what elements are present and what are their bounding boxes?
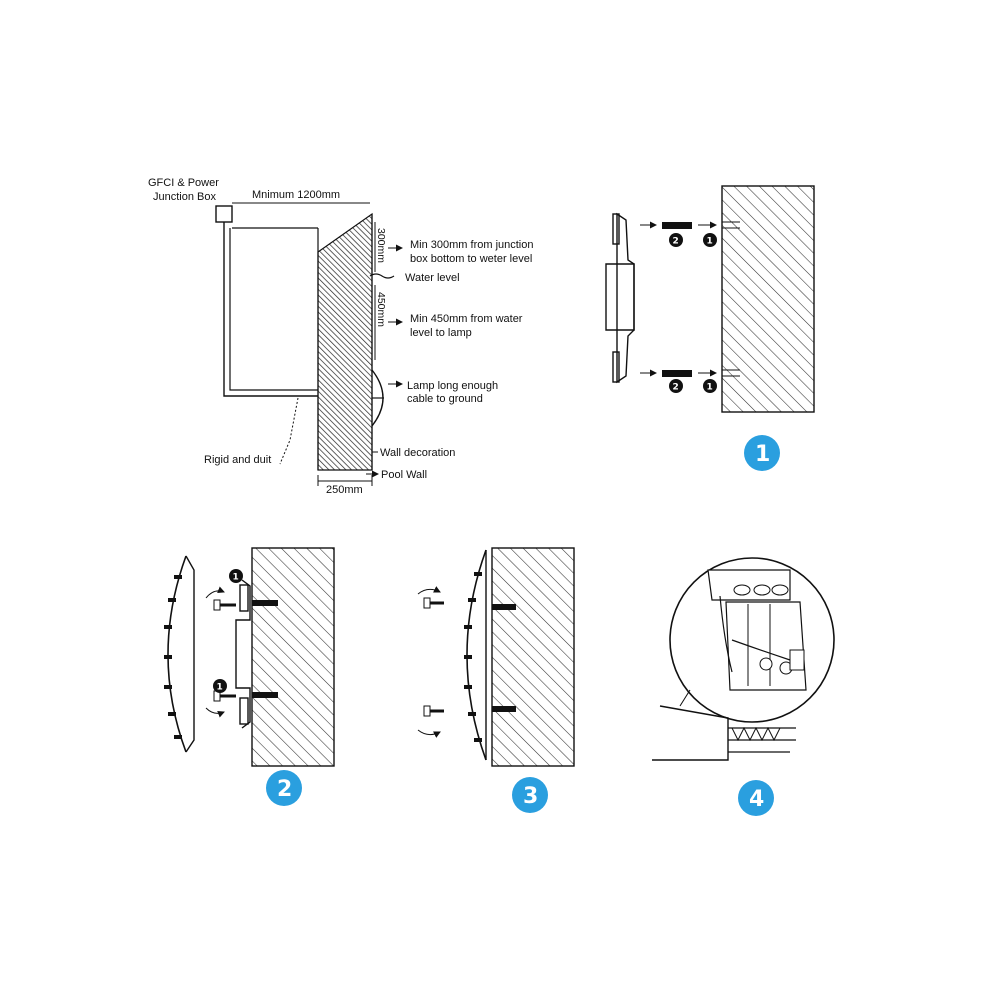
step-1-diagram: 2 1 2 1 1	[605, 185, 815, 471]
cable-sheath	[652, 705, 729, 761]
min-width-label: Mnimum 1200mm	[252, 189, 340, 201]
wall-decoration-label: Wall decoration	[380, 447, 455, 459]
screw-top	[423, 597, 444, 609]
wall-block	[721, 185, 815, 413]
mounting-bracket	[235, 579, 251, 729]
wall-plug-top	[662, 222, 692, 229]
step-badge-2	[266, 770, 302, 806]
pool-wall-label: Pool Wall	[381, 469, 427, 481]
step-badge-4	[738, 780, 774, 816]
step-number-2: 2	[277, 777, 292, 802]
wall-plug-bottom	[662, 370, 692, 377]
junction-box	[215, 205, 233, 223]
note-300-line2: box bottom to weter level	[410, 253, 532, 265]
mounting-bracket	[605, 212, 635, 384]
lamp-body	[167, 555, 187, 753]
water-level-mark	[369, 273, 395, 279]
dim-250-label: 250mm	[326, 484, 363, 496]
step-3-diagram: 3	[417, 547, 575, 813]
callout-1-bottom: 1	[217, 683, 223, 693]
callout-1-bottom: 1	[707, 383, 713, 393]
wall-block	[251, 547, 335, 767]
callout-2-top: 2	[673, 237, 679, 247]
gfci-label-line2: Junction Box	[153, 191, 216, 203]
note-300-line1: Min 300mm from junction	[410, 239, 534, 251]
pool-wall	[317, 212, 373, 471]
callout-1-top: 1	[233, 573, 239, 583]
note-450-line1: Min 450mm from water	[410, 313, 523, 325]
dim-300-label: 300mm	[375, 228, 387, 263]
step-2-diagram: 1 1 2	[164, 547, 335, 806]
pool-section-diagram: GFCI & Power Junction Box Mnimum 1200mm …	[148, 177, 534, 496]
lamp-note-line1: Lamp long enough	[407, 380, 498, 392]
water-level-label: Water level	[405, 272, 460, 284]
step-4-diagram: 4	[652, 557, 835, 816]
lamp-details	[164, 575, 182, 739]
step-badge-1	[744, 435, 780, 471]
step-number-4: 4	[749, 787, 764, 812]
screw-top	[213, 599, 236, 611]
step-badge-3	[512, 777, 548, 813]
screw-bottom	[213, 690, 236, 702]
lamp-details	[464, 572, 482, 742]
lamp-note-line2: cable to ground	[407, 393, 483, 405]
screw-bottom	[423, 705, 444, 717]
dim-450-label: 450mm	[375, 292, 387, 327]
step-number-3: 3	[523, 784, 538, 809]
terminal-block	[725, 601, 807, 691]
note-450-line2: level to lamp	[410, 327, 472, 339]
wall-block	[491, 547, 575, 767]
callout-1-top: 1	[707, 237, 713, 247]
rigid-conduit-label: Rigid and duit	[204, 454, 271, 466]
step-number-1: 1	[755, 442, 770, 467]
gfci-label-line1: GFCI & Power	[148, 177, 219, 189]
callout-2-bottom: 2	[673, 383, 679, 393]
